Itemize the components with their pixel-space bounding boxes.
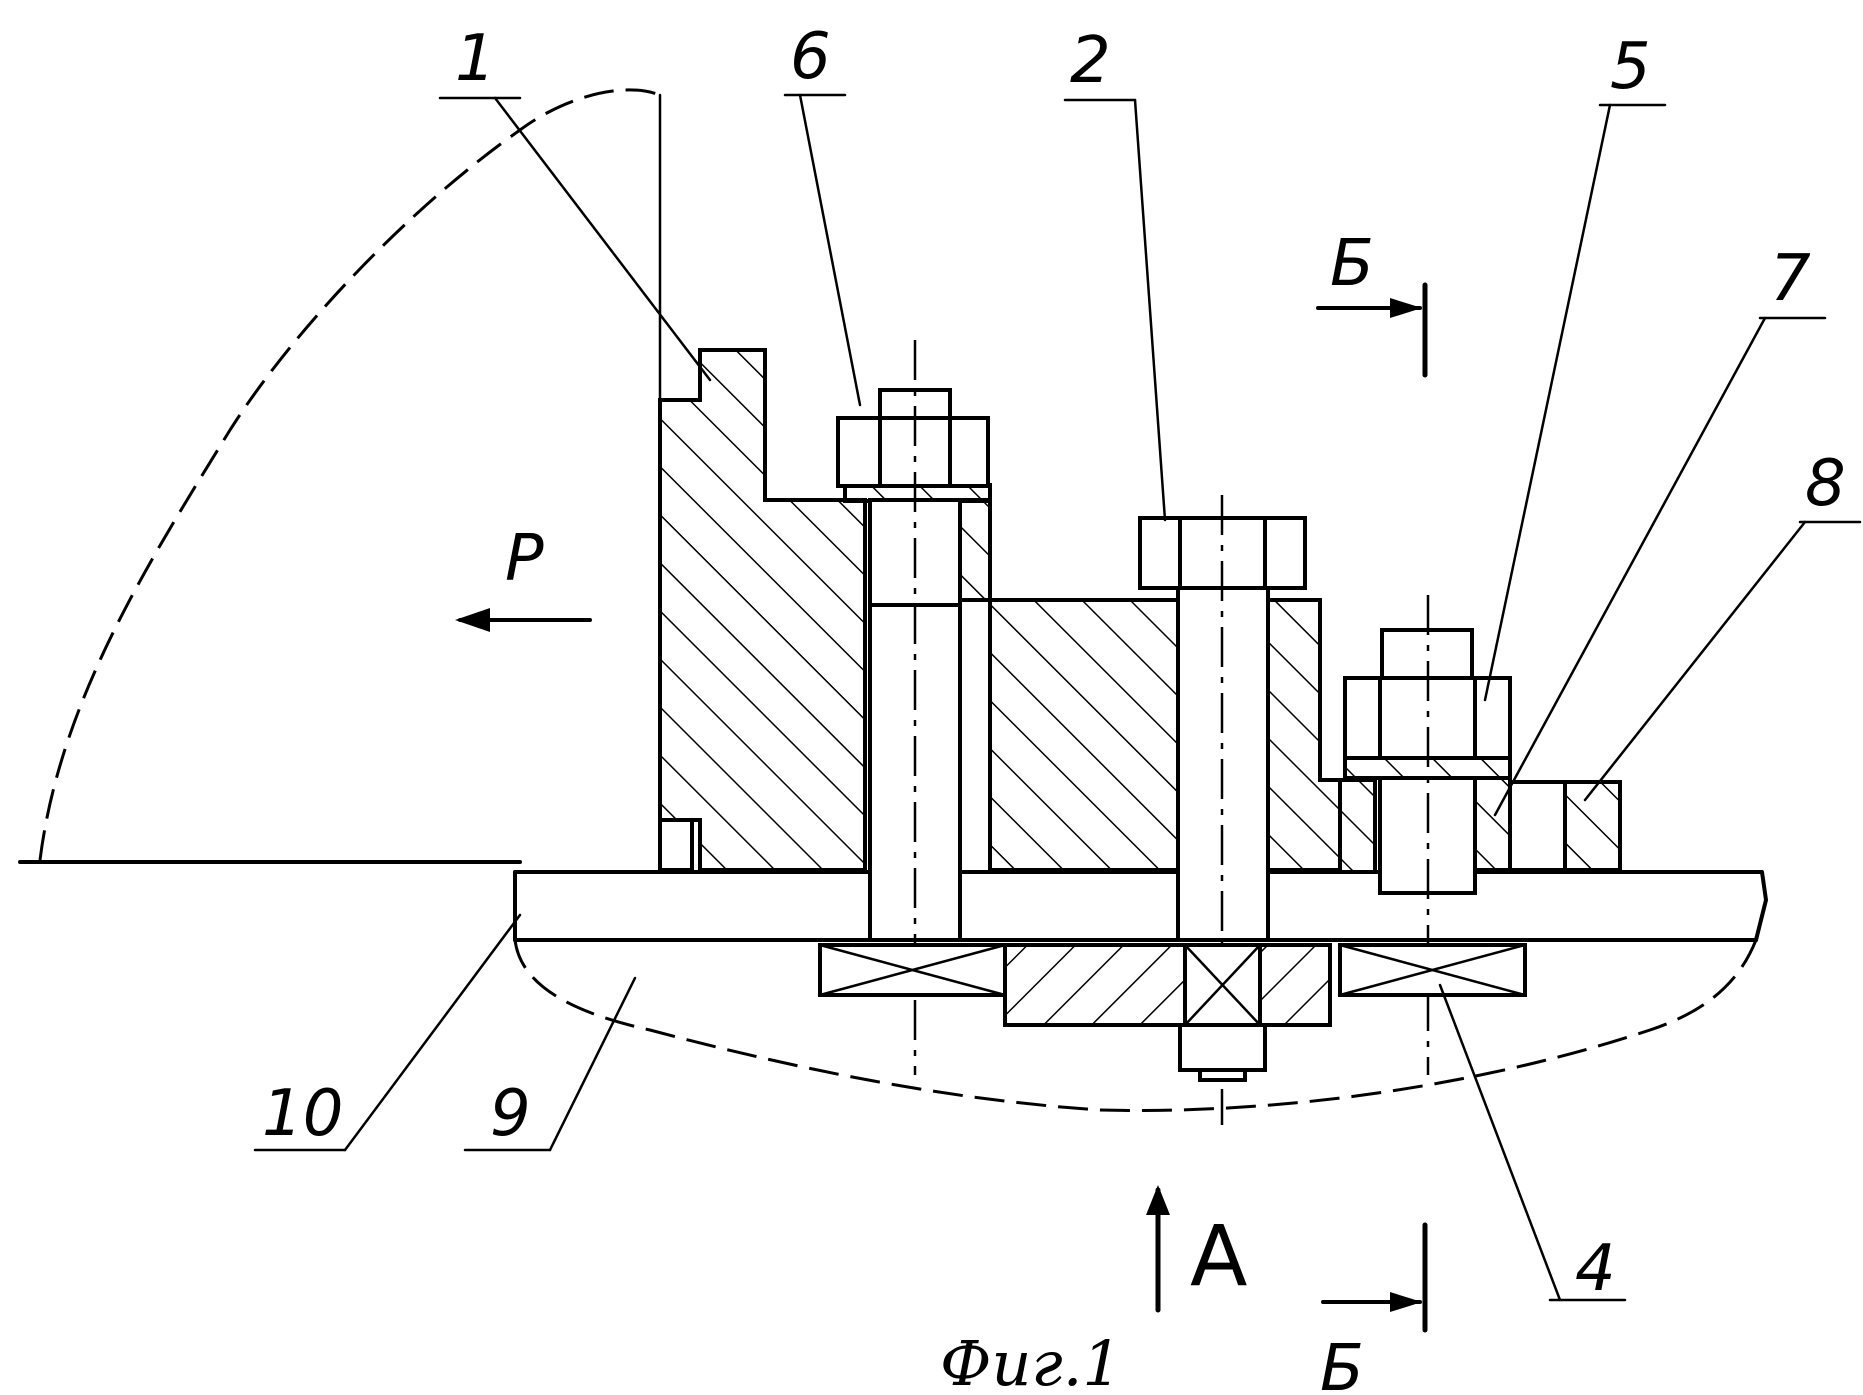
section-marker-top: Б xyxy=(1318,227,1425,375)
bolt-5-assembly xyxy=(1340,595,1620,1075)
label-9: 9 xyxy=(490,1077,531,1151)
base-plate-10 xyxy=(515,872,1766,940)
force-arrow-p: P xyxy=(455,522,590,632)
stop-block-1 xyxy=(660,350,865,870)
label-5: 5 xyxy=(1610,30,1651,104)
figure-caption: Фиг.1 xyxy=(940,1327,1122,1395)
part-8 xyxy=(1565,782,1620,870)
label-2: 2 xyxy=(1070,24,1111,98)
label-6: 6 xyxy=(790,20,831,94)
label-4: 4 xyxy=(1575,1232,1616,1306)
label-1: 1 xyxy=(455,22,496,96)
section-marker-bottom: Б xyxy=(1320,1225,1425,1395)
machine-body-contour xyxy=(20,90,660,862)
label-8: 8 xyxy=(1805,447,1846,521)
block-2 xyxy=(990,600,1340,870)
label-10: 10 xyxy=(262,1077,343,1151)
view-label: A xyxy=(1190,1207,1247,1305)
force-label: P xyxy=(505,522,544,596)
view-arrow-a: A xyxy=(1146,1185,1247,1310)
under-plate-parts xyxy=(820,945,1525,1080)
section-label-top: Б xyxy=(1330,227,1374,301)
label-7: 7 xyxy=(1770,242,1811,316)
section-label-bottom: Б xyxy=(1320,1332,1364,1395)
